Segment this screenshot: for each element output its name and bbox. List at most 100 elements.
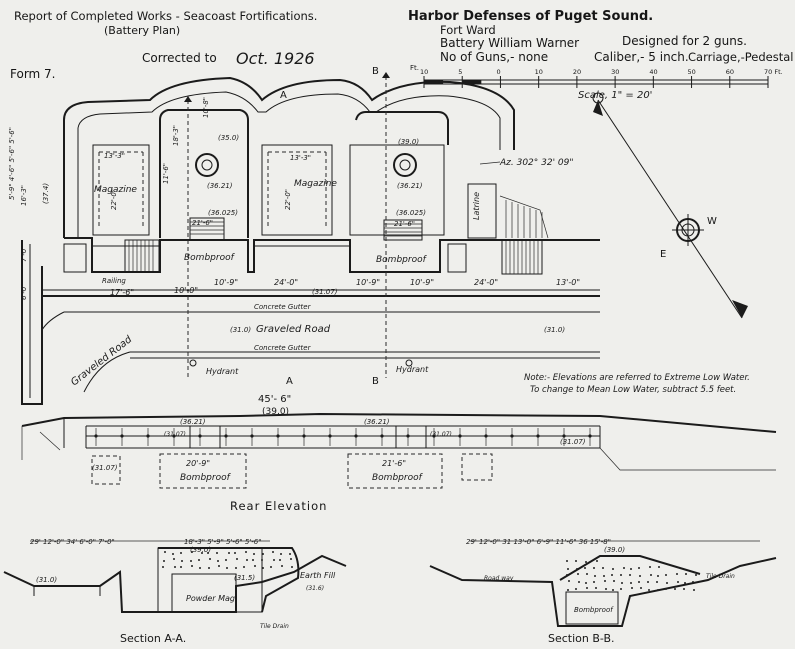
scale-tick-label: 5 [458,68,462,76]
section-b-tile-drain: Tile Drain [706,573,735,580]
elev-3101-right: (31.07) [430,431,452,438]
plan-graveled-road: Graveled Road [256,324,331,335]
dim-24-0-right: 24'-0" [474,278,498,287]
dim-3621-left: (36.21) [207,182,233,190]
dim-6-0: 6'-0" [20,283,28,300]
elev-3101-left: (31.07) [164,431,186,438]
dim-16-3: 16'-3" [20,185,28,206]
dim-10-9-right: 10'-9" [410,278,434,287]
dim-18-3: 18'-3" [172,125,180,146]
dim-24-0-left: 24'-0" [274,278,298,287]
caliber: Caliber,- 5 inch. [594,50,689,64]
scale-tick-label: 10 [535,68,543,76]
corrected-label: Corrected to [142,51,217,65]
plan-latrine: Latrine [472,192,481,220]
rear-elevation-drawing [21,412,777,489]
battery-plan [21,72,600,405]
dim-37-4: (37.4) [42,183,50,204]
dim-10-9-left: 10'-9" [214,278,238,287]
section-b-bombproof: Bombproof [574,606,614,614]
section-a-earth-fill: Earth Fill [300,571,336,580]
plan-bombproof-right: Bombproof [376,255,428,265]
scale-tick-label: 30 [611,68,619,76]
dim-mag-width-left: 13'-3" [104,152,125,160]
stairs-center-top [189,217,225,241]
plan-hydrant-right: Hydrant [396,365,429,374]
section-b-dims: 29' 12'-0" 31 13'-0" 6'-9" 11'-6" 36 15'… [466,538,611,546]
note-line-1: Note:- Elevations are referred to Extrem… [524,373,750,383]
elev-bombproof-right: Bombproof [372,473,424,483]
elev-3107-right: (31.07) [560,438,586,446]
plan-graveled-road-side: Graveled Road [69,334,135,389]
compass-east: E [660,249,666,260]
section-a-tile-drain: Tile Drain [260,623,289,630]
section-a-drawing [3,540,347,613]
dim-11-6: 11'-6" [162,163,170,184]
section-b-roadway: Road way [484,575,514,582]
scale-tick-label: 10 [420,68,428,76]
elev-3107-left: (31.07) [92,464,118,472]
report-title: Report of Completed Works - Seacoast For… [14,9,317,23]
dim-elev-39: (39.0) [398,138,419,146]
dim-21-6-left: 21'-6" [192,219,213,227]
fort-name: Fort Ward [440,23,496,37]
plan-magazine-left: Magazine [94,185,137,195]
dim-17-6: 17'-6" [110,288,134,297]
carriage: Carriage,-Pedestal [688,50,793,64]
dim-21-6-right: 21'-6" [394,220,415,228]
rear-elevation-title: Rear Elevation [230,499,327,513]
dim-45-6: 45'- 6" [258,394,291,405]
section-b-drawing [429,540,777,627]
section-b-e-39: (39.0) [604,546,625,554]
compass-west: W [707,216,717,227]
dim-310-right: (31.0) [544,326,565,334]
stairs-right [501,239,543,275]
num-guns: No of Guns,- none [440,50,548,64]
dim-39-0: (39.0) [262,407,289,417]
stairs-center-right [383,219,423,241]
section-a-magazine: Powder Mag. [186,594,238,603]
dim-3107: (31.07) [312,288,338,296]
plan-hydrant-left: Hydrant [206,367,239,376]
azimuth-label: Az. 302° 32' 09" [499,158,574,168]
dim-7-0: 7'-0" [20,245,28,262]
section-a-e-31: (31.0) [36,576,57,584]
note-line-2: To change to Mean Low Water, subtract 5.… [530,385,736,395]
dim-3621-right: (36.21) [397,182,423,190]
plan-section-b-bottom: B [372,376,379,387]
dim-36025-right: (36.025) [396,209,426,217]
scale-ft-label: Ft. [410,64,419,72]
dim-310-left: (31.0) [230,326,251,334]
battery-name: Battery William Warner [440,36,579,50]
form-number: Form 7. [10,67,56,81]
dim-vertical-stack: 5'-9" 4'-6" 5'-6" 5'-6" [8,127,16,200]
scale-caption: Scale, 1" = 20' [578,90,652,101]
section-a-dims: 29' 12'-0" 34' 6'-0" 7'-0" [30,538,115,546]
elev-3621-left: (36.21) [180,418,206,426]
section-a-e-316: (31.6) [306,585,324,592]
plan-magazine-center: Magazine [294,179,337,189]
dim-mag-width-center: 13'-3" [290,154,311,162]
designed-for: Designed for 2 guns. [622,34,747,48]
dim-13-0: 13'-0" [556,278,580,287]
scale-tick-label: 60 [726,68,734,76]
scale-tick-label: 50 [688,68,696,76]
dim-mag-height-center: 22'-0" [284,189,292,210]
elev-dim-21-6: 21'-6" [382,459,406,468]
dim-10-8: 10'-8" [202,97,210,118]
plan-railing: Railing [102,277,126,285]
elev-dim-20-9: 20'-9" [186,459,210,468]
plan-gutter-top: Concrete Gutter [254,303,312,311]
report-subtitle: (Battery Plan) [104,24,180,37]
corrected-date: Oct. 1926 [236,49,315,68]
section-a-e-315: (31.5) [234,574,255,582]
scale-tick-label: 0 [496,68,500,76]
stairs-left [124,239,160,273]
dim-36025-left: (36.025) [208,209,238,217]
elev-3621-right: (36.21) [364,418,390,426]
harbor-title: Harbor Defenses of Puget Sound. [408,9,653,24]
dim-10-9-center: 10'-9" [356,278,380,287]
plan-gutter-bottom: Concrete Gutter [254,344,312,352]
